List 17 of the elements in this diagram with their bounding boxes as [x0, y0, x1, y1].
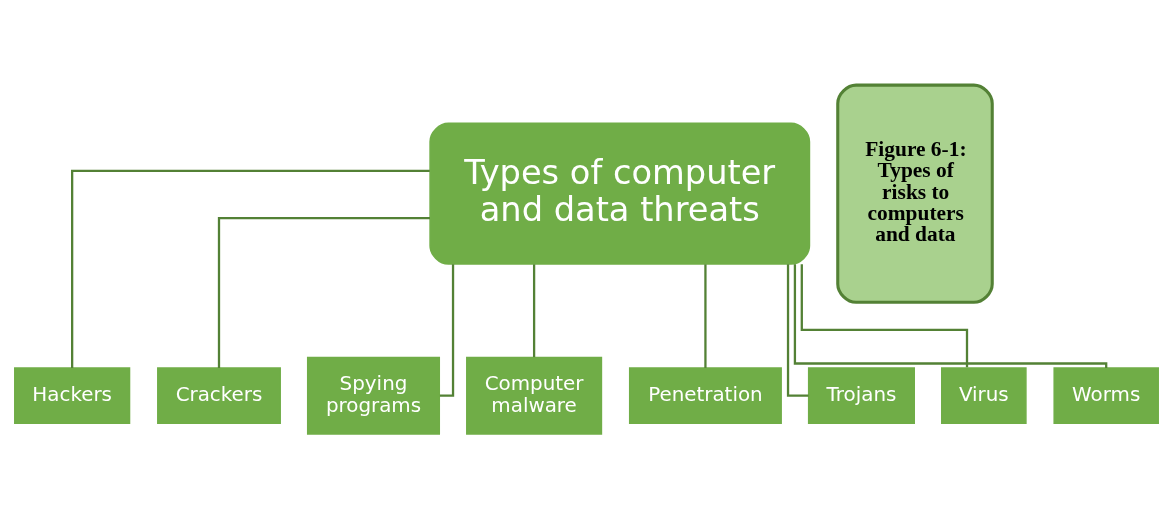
connector	[532, 264, 536, 358]
node-box: Hackers	[14, 367, 131, 424]
node-box: Computer malware	[466, 356, 603, 435]
node-box: Worms	[1053, 367, 1159, 424]
node-box: Spying programs	[306, 356, 441, 435]
node-box: Figure 6-1: Types of risks to computers and data	[836, 83, 994, 304]
connector	[704, 264, 707, 368]
node-box: Penetration	[628, 367, 782, 424]
connector	[439, 264, 455, 397]
connector	[800, 264, 969, 368]
node-box: Types of computer and data threats	[429, 122, 811, 265]
node-box: Virus	[941, 367, 1027, 424]
connector	[786, 264, 809, 397]
connector	[71, 169, 430, 369]
node-box: Trojans	[807, 367, 915, 424]
connector	[217, 217, 430, 368]
node-box: Crackers	[157, 367, 281, 424]
